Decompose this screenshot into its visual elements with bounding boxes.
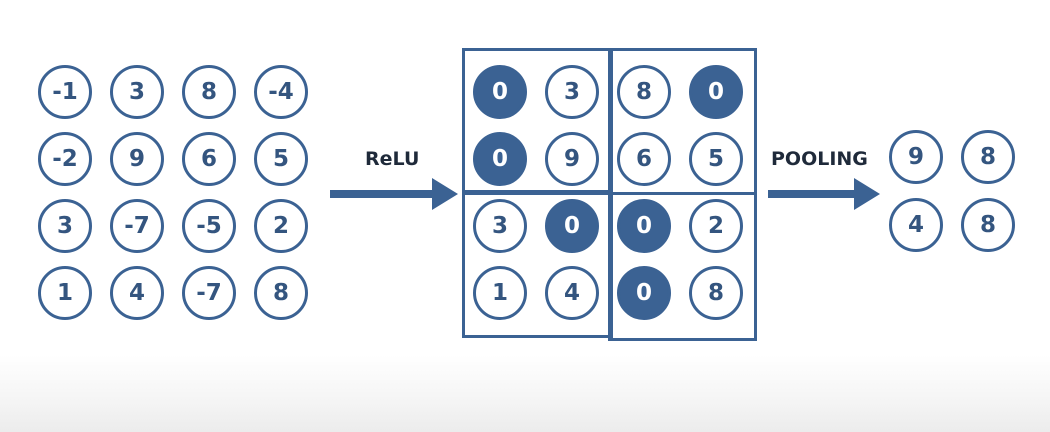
relu-matrix-cell: 4: [545, 266, 599, 320]
input-matrix-cell: 6: [182, 132, 236, 186]
input-matrix-cell: 8: [182, 65, 236, 119]
pool-window-bottom-right: [608, 192, 757, 341]
relu-label: ReLU: [365, 148, 420, 170]
relu-matrix-cell: 2: [689, 199, 743, 253]
pooled-matrix-cell: 9: [889, 130, 943, 184]
input-matrix-cell: -7: [182, 266, 236, 320]
relu-matrix-cell: 0: [617, 266, 671, 320]
relu-matrix-cell: 0: [473, 65, 527, 119]
pooled-matrix-cell: 8: [961, 130, 1015, 184]
input-matrix-cell: 1: [38, 266, 92, 320]
input-matrix-cell: 2: [254, 199, 308, 253]
relu-matrix-cell: 3: [473, 199, 527, 253]
input-matrix-cell: -7: [110, 199, 164, 253]
relu-matrix-cell: 3: [545, 65, 599, 119]
pooling-label: POOLING: [771, 148, 868, 170]
input-matrix-cell: 3: [110, 65, 164, 119]
pool-window-bottom-left: [462, 190, 613, 338]
relu-matrix-cell: 8: [689, 266, 743, 320]
relu-matrix-cell: 0: [545, 199, 599, 253]
input-matrix-cell: -4: [254, 65, 308, 119]
relu-matrix-cell: 0: [473, 132, 527, 186]
input-matrix-cell: 8: [254, 266, 308, 320]
input-matrix-cell: -1: [38, 65, 92, 119]
pool-window-top-left: [462, 48, 613, 195]
pooled-matrix-cell: 4: [889, 198, 943, 252]
relu-matrix-cell: 1: [473, 266, 527, 320]
input-matrix-cell: 5: [254, 132, 308, 186]
pooling-arrow-icon: [768, 178, 880, 210]
pooled-matrix-cell: 8: [961, 198, 1015, 252]
relu-matrix-cell: 9: [545, 132, 599, 186]
relu-matrix-cell: 6: [617, 132, 671, 186]
input-matrix-cell: -5: [182, 199, 236, 253]
relu-matrix-cell: 0: [617, 199, 671, 253]
pool-window-top-right: [608, 48, 757, 195]
input-matrix-cell: 3: [38, 199, 92, 253]
relu-matrix-cell: 8: [617, 65, 671, 119]
relu-matrix-cell: 5: [689, 132, 743, 186]
relu-arrow-icon: [330, 178, 458, 210]
relu-matrix-cell: 0: [689, 65, 743, 119]
input-matrix-cell: -2: [38, 132, 92, 186]
input-matrix-cell: 9: [110, 132, 164, 186]
input-matrix-cell: 4: [110, 266, 164, 320]
